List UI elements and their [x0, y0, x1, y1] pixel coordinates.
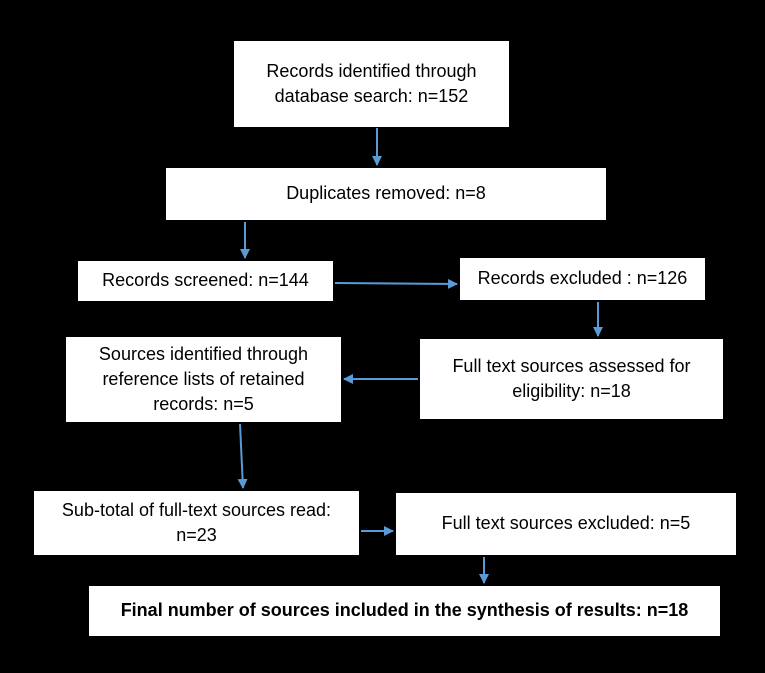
arrow-reference-to-subtotal	[237, 423, 248, 489]
records-identified-box: Records identified through database sear…	[234, 41, 509, 127]
records-identified-text: Records identified through database sear…	[266, 60, 477, 106]
full-text-assessed-text: Full text sources assessed for eligibili…	[452, 355, 691, 401]
duplicates-removed-box: Duplicates removed: n=8	[166, 168, 606, 220]
records-excluded-box: Records excluded : n=126	[460, 258, 705, 300]
final-sources-box: Final number of sources included in the …	[89, 586, 720, 636]
subtotal-text: Sub-total of full-text sources read: n=2…	[61, 499, 332, 545]
full-text-assessed-box: Full text sources assessed for eligibili…	[420, 339, 723, 419]
reference-sources-box: Sources identified through reference lis…	[66, 337, 341, 422]
records-screened-text: Records screened: n=144	[102, 270, 309, 291]
records-excluded-text: Records excluded : n=126	[477, 268, 688, 289]
arrow-screened-to-excluded	[334, 278, 458, 289]
full-text-excluded-box: Full text sources excluded: n=5	[396, 493, 736, 555]
duplicates-removed-text: Duplicates removed: n=8	[286, 183, 486, 204]
records-screened-box: Records screened: n=144	[78, 261, 333, 301]
reference-sources-text: Sources identified through reference lis…	[98, 343, 309, 415]
full-text-excluded-text: Full text sources excluded: n=5	[441, 513, 691, 534]
subtotal-box: Sub-total of full-text sources read: n=2…	[34, 491, 359, 555]
final-sources-text: Final number of sources included in the …	[120, 600, 689, 621]
